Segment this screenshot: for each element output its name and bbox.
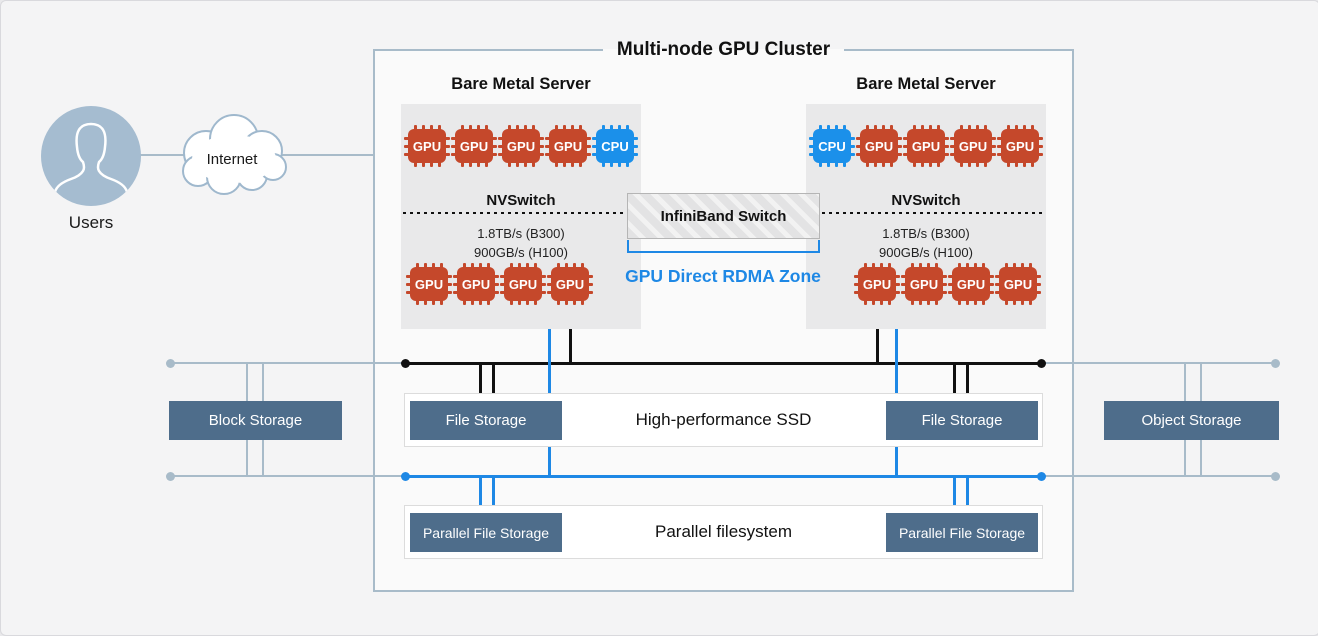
nvswitch-dotted-line-right	[822, 212, 1044, 214]
gpu-chip: GPU	[404, 125, 450, 167]
server-1-ssd-link	[569, 329, 572, 363]
endpoint-dot	[166, 472, 175, 481]
bus-endpoint-dot	[1037, 359, 1046, 368]
gpu-chip: GPU	[901, 263, 947, 305]
gpu-chip: GPU	[547, 263, 593, 305]
ssd-bus-line	[405, 362, 1041, 365]
gpu-chip: GPU	[500, 263, 546, 305]
block-storage: Block Storage	[169, 401, 342, 440]
file-storage-tick	[492, 363, 495, 402]
svg-text:CPU: CPU	[818, 139, 845, 154]
gpu-chip: GPU	[854, 263, 900, 305]
svg-text:GPU: GPU	[863, 277, 891, 292]
cpu-chip: CPU	[809, 125, 855, 167]
gray-line-top-right	[1041, 362, 1275, 364]
server-2-ssd-link	[876, 329, 879, 363]
svg-text:GPU: GPU	[1004, 277, 1032, 292]
file-storage-tick	[953, 363, 956, 402]
users-avatar	[41, 106, 141, 206]
server-2-nvswitch-label: NVSwitch	[891, 192, 961, 209]
endpoint-dot	[1271, 472, 1280, 481]
svg-text:GPU: GPU	[460, 139, 488, 154]
gray-line-bottom-left	[170, 475, 405, 477]
bus-endpoint-dot	[401, 359, 410, 368]
parallel-storage-tick	[492, 476, 495, 514]
cluster-title-row: Multi-node GPU Cluster	[373, 38, 1075, 62]
server-2-bottom-chip-row: GPU GPU GPU GPU	[806, 262, 1046, 306]
person-icon	[53, 122, 129, 206]
parallel-file-storage-right: Parallel File Storage	[886, 513, 1038, 552]
cloud-icon	[182, 114, 287, 195]
gpu-chip: GPU	[545, 125, 591, 167]
svg-text:GPU: GPU	[556, 277, 584, 292]
parallel-storage-tick	[966, 476, 969, 514]
svg-text:GPU: GPU	[912, 139, 940, 154]
file-storage-right: File Storage	[886, 401, 1038, 440]
gray-line-bottom-right	[1041, 475, 1275, 477]
gpu-chip: GPU	[451, 125, 497, 167]
file-storage-left: File Storage	[410, 401, 562, 440]
parallel-storage-tick	[479, 476, 482, 514]
server-2-top-chip-row: CPU GPU GPU GPU GPU	[806, 124, 1046, 168]
infiniband-switch: InfiniBand Switch	[627, 193, 820, 239]
gpu-chip: GPU	[995, 263, 1041, 305]
title-border-right	[844, 49, 1075, 51]
server-1-bandwidth-b300: 1.8TB/s (B300)	[477, 226, 565, 241]
parallel-row-title: Parallel filesystem	[655, 522, 792, 541]
bus-endpoint-dot	[401, 472, 410, 481]
server-1-label: Bare Metal Server	[451, 75, 591, 93]
server-1-top-chip-row: GPU GPU GPU GPU CPU	[401, 124, 641, 168]
server-1-bandwidth-h100: 900GB/s (H100)	[474, 245, 568, 260]
cluster-title: Multi-node GPU Cluster	[616, 39, 831, 60]
gray-line-top-left	[170, 362, 405, 364]
server-2-bandwidth-h100: 900GB/s (H100)	[879, 245, 973, 260]
rdma-zone-label: GPU Direct RDMA Zone	[625, 266, 821, 286]
gpu-chip: GPU	[950, 125, 996, 167]
server-2-label: Bare Metal Server	[856, 75, 996, 93]
gpu-chip: GPU	[903, 125, 949, 167]
ssd-row-title: High-performance SSD	[635, 410, 812, 429]
object-storage: Object Storage	[1104, 401, 1279, 440]
svg-text:GPU: GPU	[959, 139, 987, 154]
svg-text:GPU: GPU	[413, 139, 441, 154]
bus-endpoint-dot	[1037, 472, 1046, 481]
server-1-nvswitch-label: NVSwitch	[486, 192, 556, 209]
svg-text:GPU: GPU	[910, 277, 938, 292]
internet-cloud: Internet	[168, 111, 296, 203]
server-2-bandwidth-b300: 1.8TB/s (B300)	[882, 226, 970, 241]
svg-text:GPU: GPU	[1006, 139, 1034, 154]
svg-text:GPU: GPU	[957, 277, 985, 292]
users-label: Users	[68, 213, 114, 232]
server-1-bottom-chip-row: GPU GPU GPU GPU	[401, 262, 641, 306]
svg-text:GPU: GPU	[462, 277, 490, 292]
internet-label: Internet	[206, 151, 258, 168]
svg-text:GPU: GPU	[509, 277, 537, 292]
gpu-chip: GPU	[453, 263, 499, 305]
parallel-bus-line	[405, 475, 1041, 478]
rdma-zone-bracket	[627, 240, 820, 253]
svg-text:GPU: GPU	[865, 139, 893, 154]
nvswitch-dotted-line-left	[403, 212, 625, 214]
title-border-left	[373, 49, 603, 51]
gpu-chip: GPU	[406, 263, 452, 305]
file-storage-tick	[479, 363, 482, 402]
parallel-storage-tick	[953, 476, 956, 514]
svg-text:GPU: GPU	[415, 277, 443, 292]
svg-text:CPU: CPU	[601, 139, 628, 154]
svg-text:GPU: GPU	[554, 139, 582, 154]
gpu-chip: GPU	[997, 125, 1043, 167]
parallel-file-storage-left: Parallel File Storage	[410, 513, 562, 552]
endpoint-dot	[166, 359, 175, 368]
endpoint-dot	[1271, 359, 1280, 368]
gpu-chip: GPU	[948, 263, 994, 305]
svg-text:GPU: GPU	[507, 139, 535, 154]
gpu-chip: GPU	[856, 125, 902, 167]
file-storage-tick	[966, 363, 969, 402]
gpu-chip: GPU	[498, 125, 544, 167]
cpu-chip: CPU	[592, 125, 638, 167]
